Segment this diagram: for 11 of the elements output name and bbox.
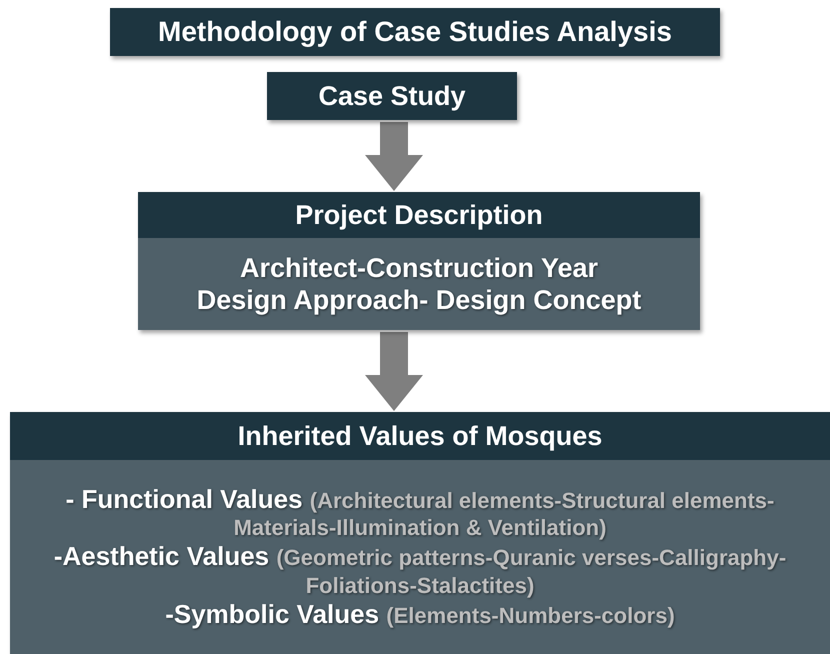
process-box: Case Study <box>267 72 517 120</box>
body-text: -Symbolic Values (Elements-Numbers-colors) <box>164 598 676 630</box>
body-text: Architect-Construction Year <box>238 252 600 284</box>
body-text: Design Approach- Design Concept <box>196 284 642 316</box>
title-banner: Methodology of Case Studies Analysis <box>110 8 720 56</box>
body-text: - Functional Values (Architectural elements-Structural elements-Materials-Illumination & Ventilation) <box>64 484 776 542</box>
block-arrow <box>365 122 423 191</box>
body-text: -Aesthetic Values (Geometric patterns-Quranic verses-Calligraphy-Foliations-Stalactites) <box>52 541 788 599</box>
block-arrow <box>365 332 423 411</box>
header-band: Project Description <box>138 192 700 238</box>
header-band: Inherited Values of Mosques <box>10 412 830 460</box>
